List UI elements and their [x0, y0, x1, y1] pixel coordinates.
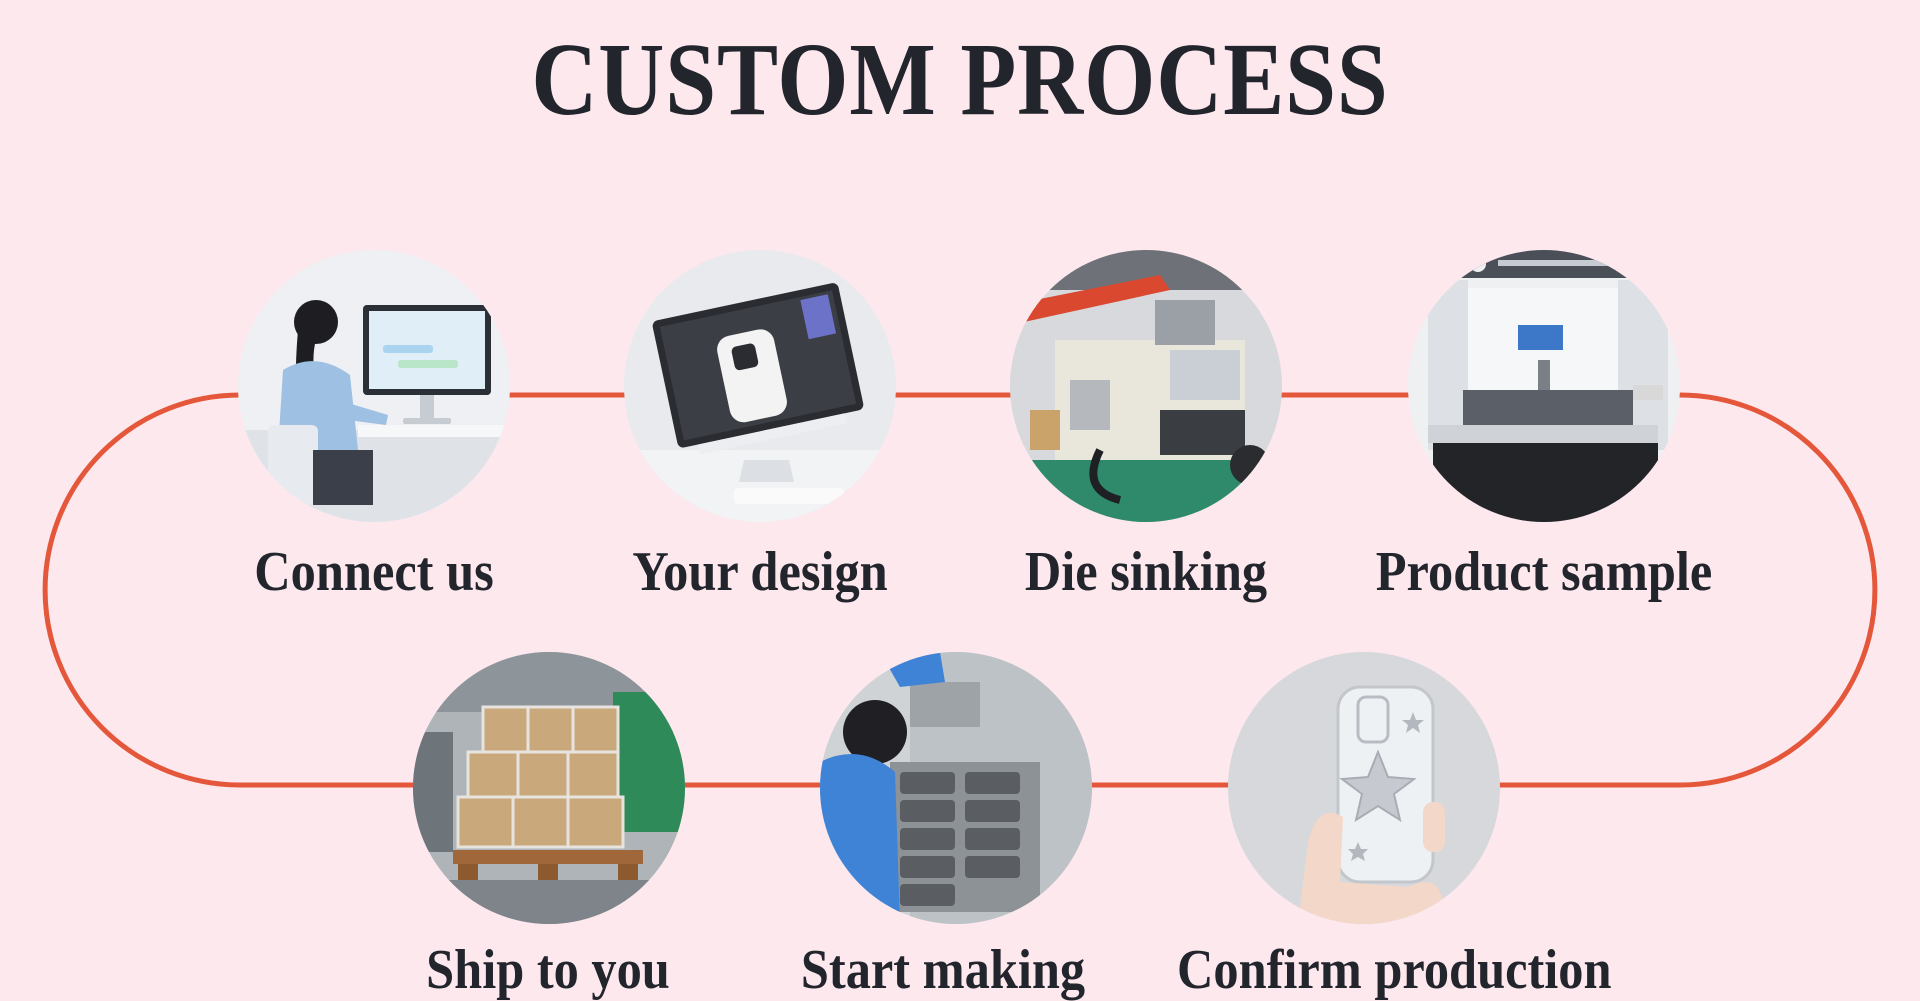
step-product-sample-image — [1408, 250, 1680, 522]
hand-holding-star-phone-case-icon — [1228, 652, 1500, 924]
step-connect-us-image — [238, 250, 510, 522]
dispensing-machine-icon — [1408, 250, 1680, 522]
step-your-design-image — [624, 250, 896, 522]
step-confirm-production-label: Confirm production — [1177, 939, 1612, 1001]
operator-at-computer-icon — [238, 250, 510, 522]
worker-at-production-line-icon — [820, 652, 1092, 924]
monitor-with-phone-case-design-icon — [624, 250, 896, 522]
step-product-sample-label: Product sample — [1375, 541, 1713, 603]
page-title: CUSTOM PROCESS — [531, 22, 1389, 137]
step-die-sinking-label: Die sinking — [1024, 541, 1268, 603]
step-start-making-label: Start making — [800, 939, 1086, 1001]
step-confirm-production-image — [1228, 652, 1500, 924]
step-start-making-image — [820, 652, 1092, 924]
step-die-sinking-image — [1010, 250, 1282, 522]
step-ship-to-you-label: Ship to you — [426, 939, 670, 1001]
step-ship-to-you-image — [413, 652, 685, 924]
step-your-design-label: Your design — [632, 541, 888, 603]
injection-molding-machine-icon — [1010, 250, 1282, 522]
step-connect-us-label: Connect us — [254, 541, 494, 603]
palletized-boxes-icon — [413, 652, 685, 924]
